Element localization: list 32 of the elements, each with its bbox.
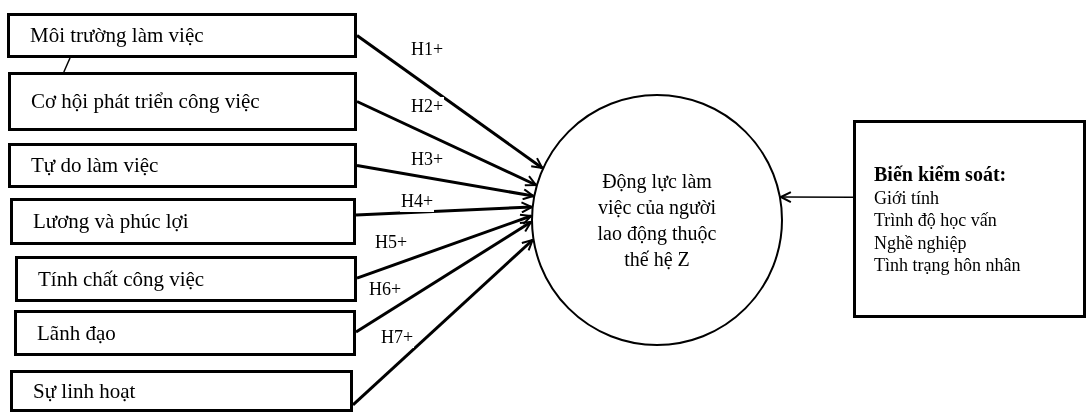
box-heading: Biến kiểm soát:: [874, 161, 1008, 187]
list-item: Tình trạng hôn nhân: [874, 254, 1022, 277]
factor-box: [14, 310, 356, 356]
arrow: [355, 220, 532, 334]
arrow: [356, 34, 544, 170]
factor-box: [8, 143, 357, 188]
arrow: [356, 100, 537, 187]
arrow: [356, 164, 535, 201]
node-text: Lãnh đạo: [37, 320, 116, 346]
node-text: Tính chất công việc: [38, 266, 205, 292]
arrow: [356, 213, 533, 280]
node-text: Động lực làm việc của người lao động thuộc thế hệ Z: [596, 169, 718, 272]
arrow: [352, 238, 534, 406]
list-item: Trình độ học vấn: [874, 209, 998, 232]
node-text: Cơ hội phát triển công việc: [31, 89, 260, 114]
factor-box: [15, 256, 357, 302]
arrow: [779, 191, 854, 204]
edge-label: H7+: [380, 328, 415, 348]
connector-line: [63, 57, 71, 73]
factor-box: [10, 198, 356, 245]
list-item: Giới tính: [874, 186, 941, 209]
edge-label: H4+: [400, 192, 435, 212]
node-text: Sự linh hoạt: [33, 378, 136, 404]
factor-box: [10, 370, 353, 412]
node-text: Lương và phúc lợi: [33, 209, 189, 234]
arrow: [355, 201, 533, 217]
node-text: Tự do làm việc: [31, 153, 159, 178]
list-item: Nghề nghiệp: [874, 231, 968, 254]
control-variables-box: [853, 120, 1086, 318]
factor-box: [7, 13, 357, 58]
factor-box: [8, 72, 357, 131]
node-text: Môi trường làm việc: [30, 23, 204, 48]
